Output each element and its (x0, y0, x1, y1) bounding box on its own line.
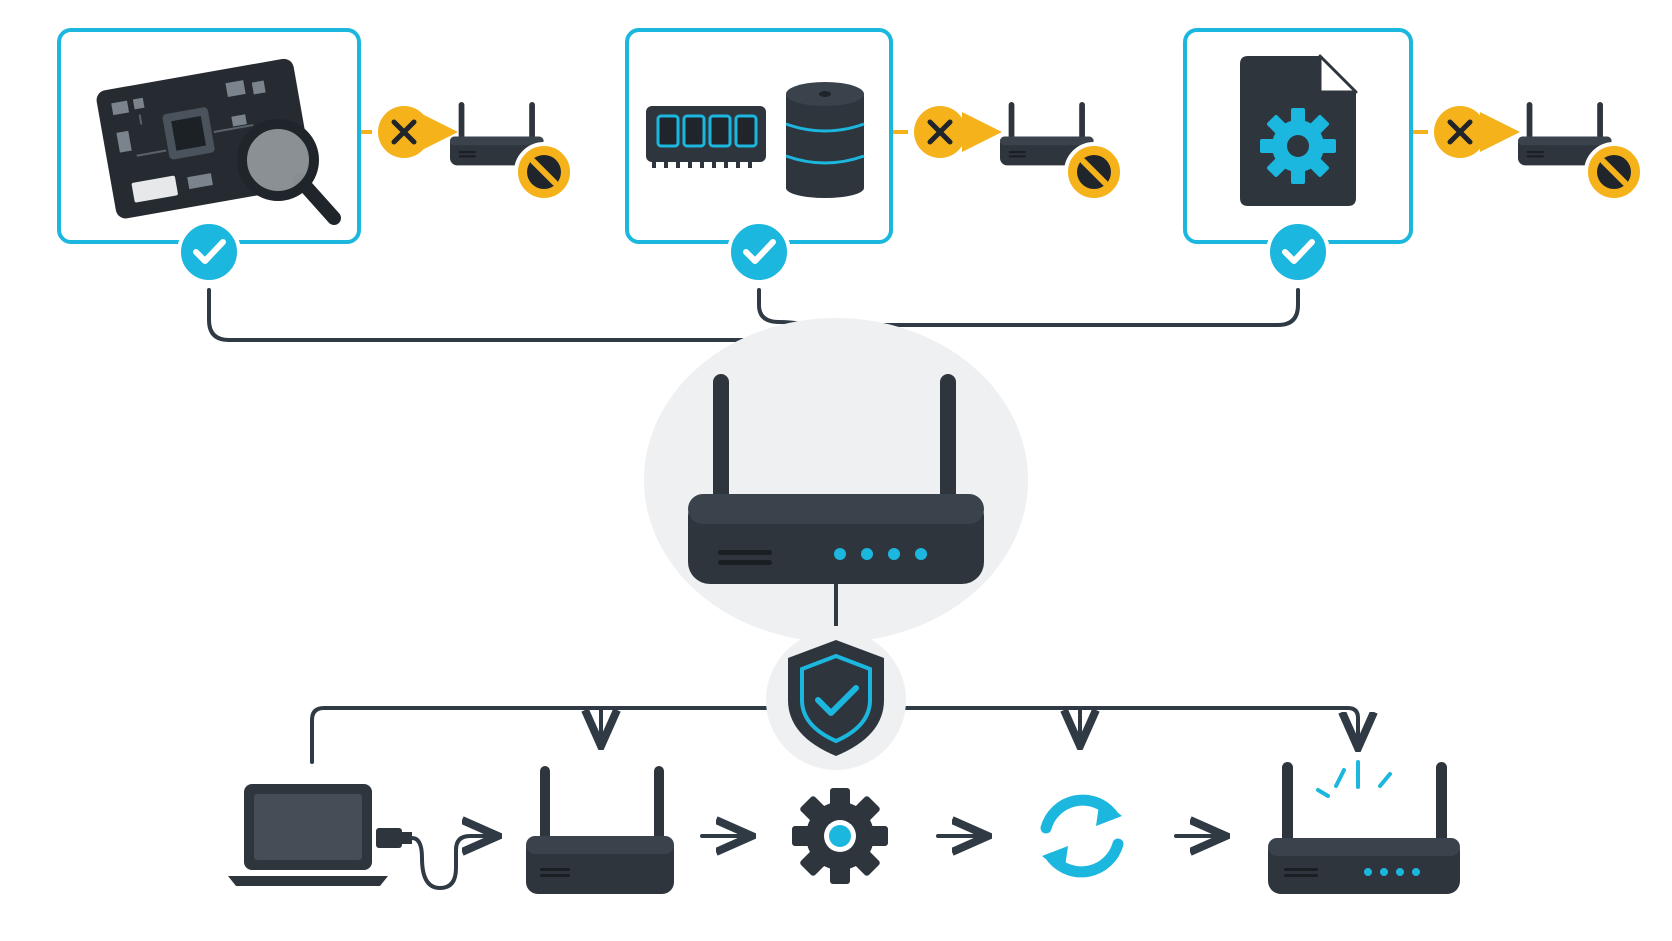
shield-check-icon (766, 630, 906, 770)
memory-module-icon (646, 106, 766, 168)
top-group-2 (625, 28, 1122, 282)
connector-line (888, 706, 1358, 744)
gear-icon (1260, 108, 1336, 184)
x-icon (1434, 106, 1486, 158)
check-icon (1268, 222, 1328, 282)
blocked-router-icon (1518, 102, 1642, 200)
connector-line (207, 288, 787, 368)
blocked-router-icon (450, 102, 572, 200)
router-icon (688, 374, 984, 584)
connector-line (310, 706, 782, 764)
gear-icon (792, 788, 888, 884)
x-icon (914, 106, 966, 158)
distribution-lines (310, 706, 1358, 764)
top-group-1 (57, 28, 572, 282)
router-icon (526, 766, 674, 894)
magnifier-icon (237, 119, 341, 225)
sync-icon (1040, 794, 1124, 878)
check-icon (729, 222, 789, 282)
check-icon (179, 222, 239, 282)
laptop-icon (228, 784, 388, 886)
router-signal-icon (1268, 760, 1460, 894)
top-group-3 (1183, 28, 1642, 282)
blocked-router-icon (1000, 102, 1122, 200)
center-router-group (644, 318, 1028, 642)
usb-cable-icon (376, 828, 494, 891)
database-icon (785, 82, 865, 198)
x-icon (378, 106, 430, 158)
